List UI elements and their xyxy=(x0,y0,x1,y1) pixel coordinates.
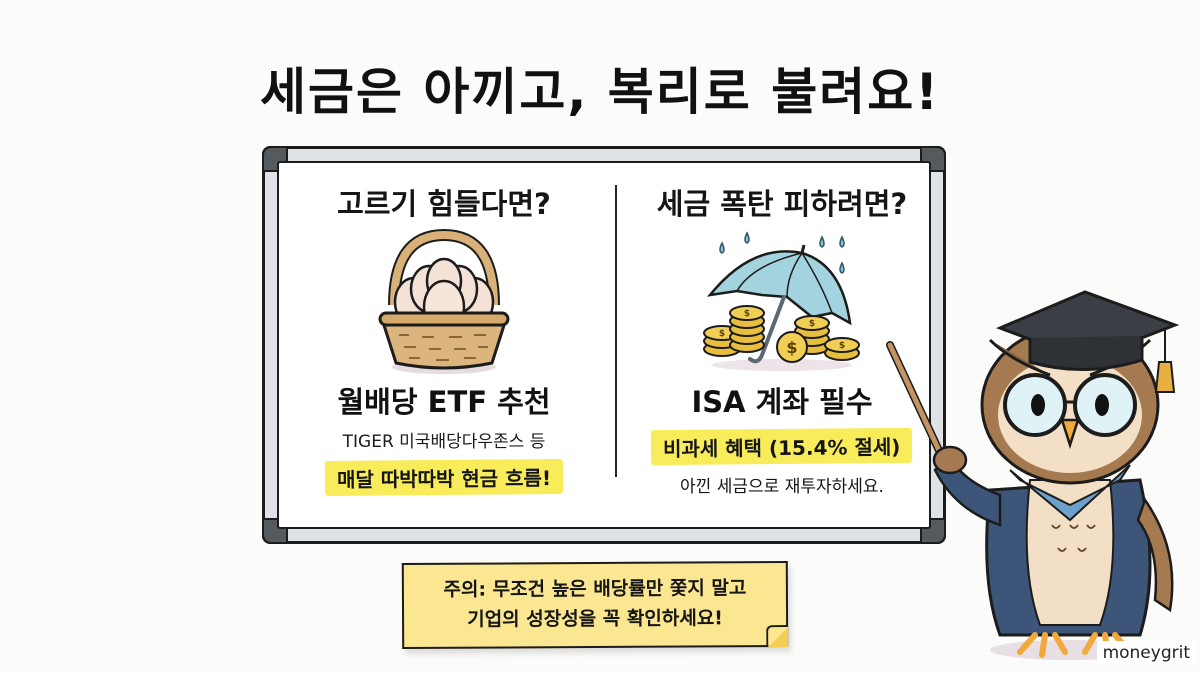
warning-sticky-note: 주의: 무조건 높은 배당률만 쫓지 말고 기업의 성장성을 꼭 확인하세요! xyxy=(401,560,789,650)
umbrella-coins-icon: $ $ $ $ $ xyxy=(617,227,947,377)
page-curl-icon xyxy=(766,624,789,648)
svg-text:$: $ xyxy=(809,319,815,329)
whiteboard: 고르기 힘들다면? xyxy=(262,146,946,544)
right-note: 아낀 세금으로 재투자하세요. xyxy=(680,477,884,497)
left-highlight: 매달 따박따박 현금 흐름! xyxy=(324,458,564,497)
sticky-line-1: 주의: 무조건 높은 배당률만 쫓지 말고 xyxy=(443,577,747,601)
right-heading: ISA 계좌 필수 xyxy=(691,385,873,419)
right-highlight: 비과세 혜택 (15.4% 절세) xyxy=(651,427,913,466)
whiteboard-surface: 고르기 힘들다면? xyxy=(277,161,931,529)
left-heading: 월배당 ETF 추천 xyxy=(337,385,551,419)
owl-professor-icon xyxy=(880,280,1200,669)
watermark-label: moneygrit xyxy=(1096,641,1196,665)
egg-basket-icon xyxy=(279,227,609,377)
svg-text:$: $ xyxy=(786,338,797,357)
panel-divider xyxy=(615,185,617,477)
board-corner xyxy=(262,518,288,544)
svg-text:$: $ xyxy=(744,309,750,319)
right-question: 세금 폭탄 피하려면? xyxy=(656,187,908,221)
board-corner xyxy=(262,146,288,172)
svg-text:$: $ xyxy=(839,341,845,351)
svg-text:$: $ xyxy=(719,329,725,339)
page-title: 세금은 아끼고, 복리로 불려요! xyxy=(259,63,941,121)
sticky-line-2: 기업의 성장성을 꼭 확인하세요! xyxy=(467,607,724,631)
left-question: 고르기 힘들다면? xyxy=(337,187,551,221)
right-panel: 세금 폭탄 피하려면? xyxy=(617,163,947,497)
left-subtext: TIGER 미국배당다우존스 등 xyxy=(342,432,546,452)
left-panel: 고르기 힘들다면? xyxy=(279,163,609,497)
